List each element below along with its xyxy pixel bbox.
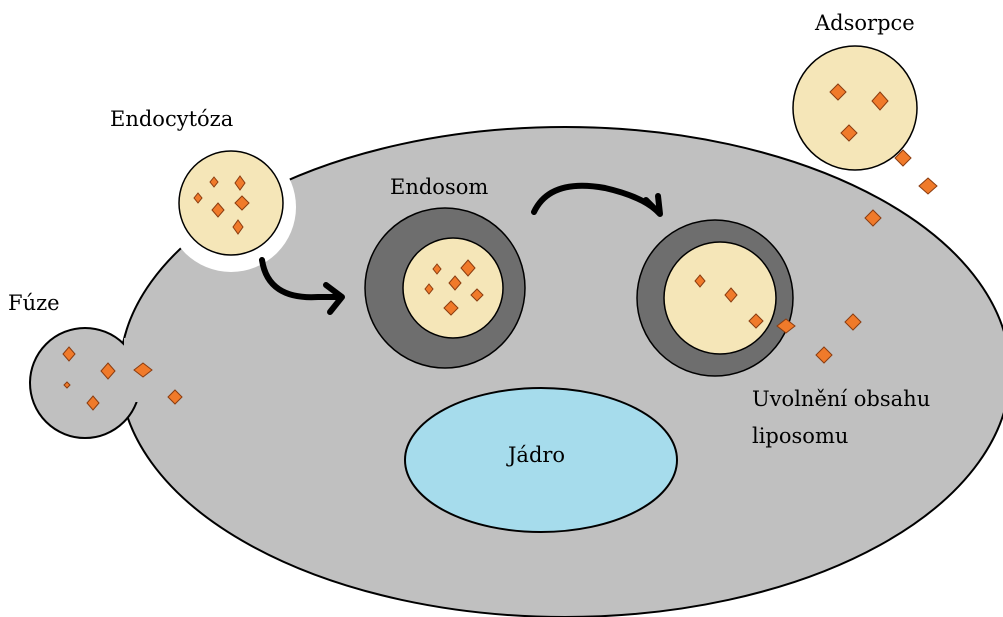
endosome-late-liposome (664, 242, 776, 354)
endocytosis-liposome (179, 151, 283, 255)
label-endosome: Endosom (390, 174, 488, 200)
fusion-liposome (30, 328, 140, 438)
label-release-line2: liposomu (752, 423, 848, 449)
label-nucleus: Jádro (508, 442, 565, 468)
label-release-line1: Uvolnění obsahu (752, 386, 930, 412)
label-adsorption: Adsorpce (815, 10, 915, 36)
label-endocytosis: Endocytóza (110, 106, 233, 132)
adsorption-liposome (793, 46, 917, 170)
cargo-molecule (919, 178, 937, 194)
label-fusion: Fúze (8, 290, 60, 316)
